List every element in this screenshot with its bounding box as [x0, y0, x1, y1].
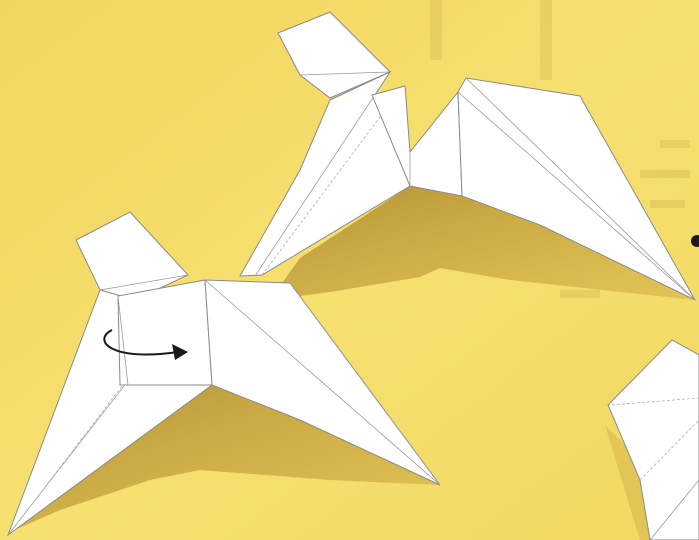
front-plane-body	[118, 280, 212, 385]
